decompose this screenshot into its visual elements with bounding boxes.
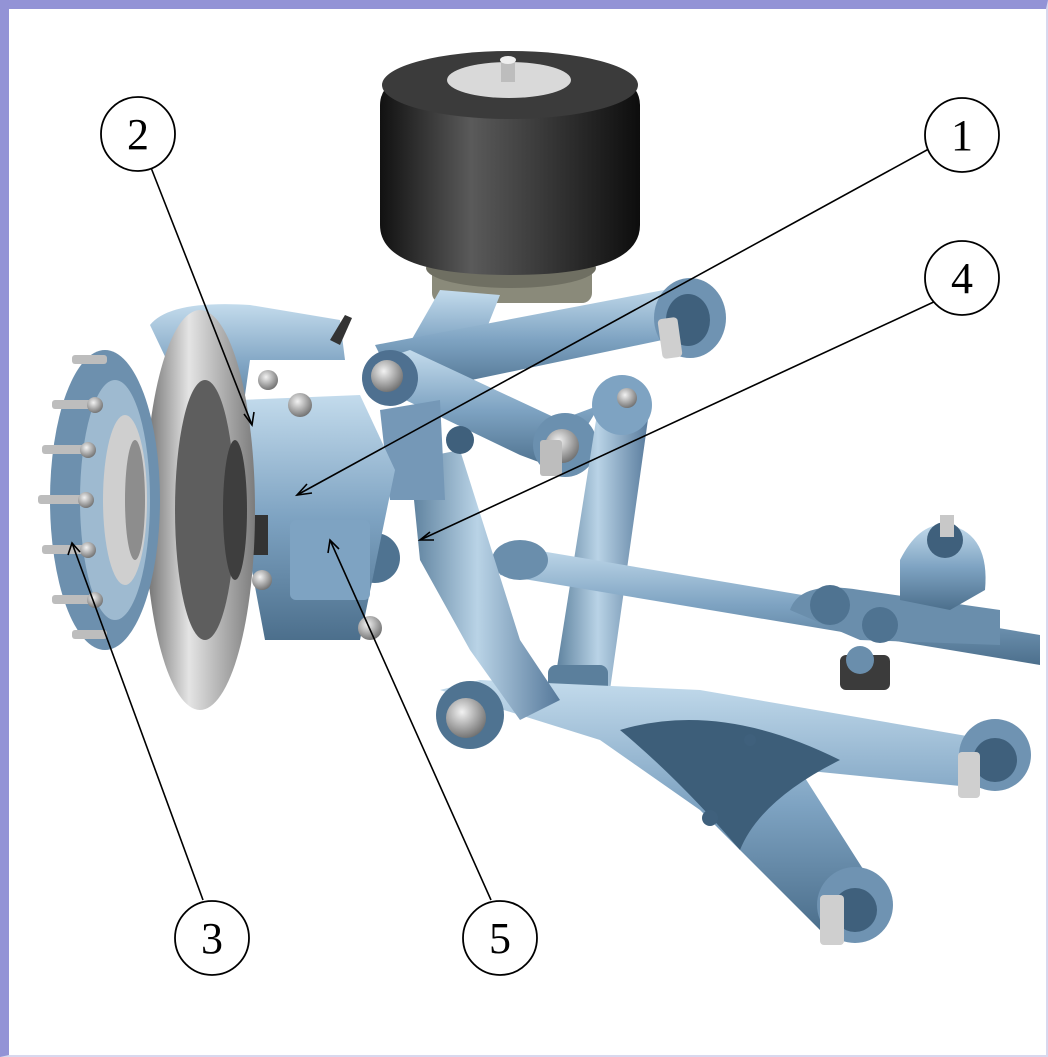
callout-4: 4 bbox=[924, 240, 1000, 316]
arrowhead-2 bbox=[243, 411, 255, 428]
callout-label: 2 bbox=[127, 110, 149, 159]
leader-lines bbox=[71, 144, 939, 901]
callout-3: 3 bbox=[174, 900, 250, 976]
leader-line-1 bbox=[296, 144, 937, 496]
callout-1: 1 bbox=[924, 97, 1000, 173]
arrowhead-3 bbox=[67, 541, 81, 556]
callout-label: 4 bbox=[951, 254, 973, 303]
callout-label: 1 bbox=[951, 111, 973, 160]
leader-arrowheads bbox=[67, 411, 434, 556]
callout-5: 5 bbox=[462, 900, 538, 976]
arrowhead-4 bbox=[417, 531, 434, 541]
callout-label: 3 bbox=[201, 914, 223, 963]
tie-rod bbox=[492, 515, 1040, 690]
upper-a-arm bbox=[362, 350, 600, 477]
brake-disc bbox=[145, 310, 255, 710]
arrowhead-5 bbox=[327, 538, 340, 554]
arrowhead-1 bbox=[294, 483, 313, 497]
lower-a-arm bbox=[436, 680, 1031, 945]
wheel-hub bbox=[38, 350, 160, 650]
leader-line-4 bbox=[419, 299, 939, 541]
callout-label: 5 bbox=[489, 914, 511, 963]
callout-2: 2 bbox=[100, 96, 176, 172]
leader-line-3 bbox=[71, 542, 204, 901]
leader-line-5 bbox=[329, 539, 492, 901]
upper-link bbox=[375, 278, 726, 395]
air-spring bbox=[380, 51, 640, 303]
leader-line-2 bbox=[147, 159, 253, 426]
